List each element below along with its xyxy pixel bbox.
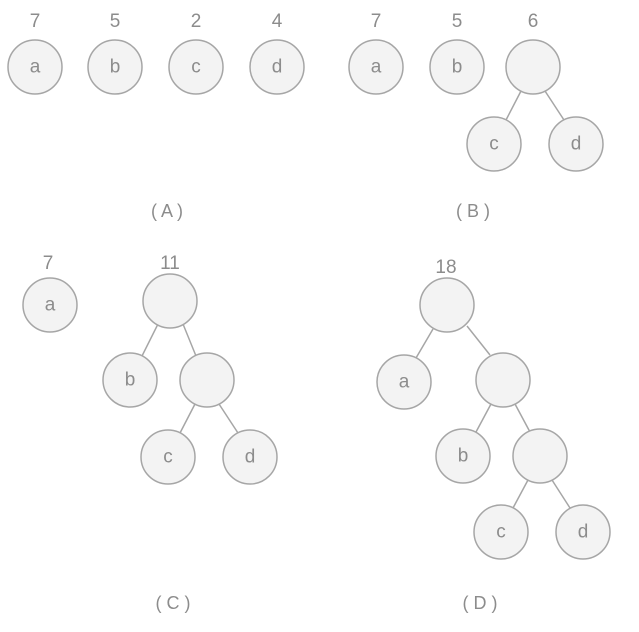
label-c: c	[163, 447, 173, 468]
label-b: b	[458, 446, 469, 467]
weight-d: 4	[272, 11, 283, 32]
label-c: c	[489, 134, 499, 155]
node-a	[348, 39, 404, 95]
label-b: b	[110, 57, 121, 78]
caption-b: ( B )	[456, 201, 490, 221]
node-root	[419, 277, 475, 333]
node-a	[376, 354, 432, 410]
label-d: d	[272, 57, 283, 78]
label-b: b	[125, 370, 136, 391]
node-d	[249, 39, 305, 95]
weight-a: 7	[371, 11, 382, 32]
node-a	[22, 277, 78, 333]
label-a: a	[399, 372, 410, 393]
weight-a: 7	[43, 253, 54, 274]
node-a	[7, 39, 63, 95]
panel-b: 7 5 6 a b c d ( B )	[348, 11, 604, 221]
label-b: b	[452, 57, 463, 78]
weight-a: 7	[30, 11, 41, 32]
node-internal	[142, 273, 198, 329]
node-b	[435, 428, 491, 484]
weight-c: 2	[191, 11, 202, 32]
panel-d: 18 a b c d ( D )	[376, 257, 611, 613]
node-internal	[512, 428, 568, 484]
node-b	[87, 39, 143, 95]
label-d: d	[245, 447, 256, 468]
node-b	[429, 39, 485, 95]
label-a: a	[45, 295, 56, 316]
node-internal	[505, 39, 561, 95]
node-c	[140, 429, 196, 485]
caption-a: ( A )	[151, 201, 183, 221]
label-c: c	[496, 522, 506, 543]
weight-root: 18	[435, 257, 456, 278]
weight-b: 5	[110, 11, 121, 32]
node-c	[466, 116, 522, 172]
caption-d: ( D )	[463, 593, 498, 613]
node-internal	[179, 352, 235, 408]
weight-b: 5	[452, 11, 463, 32]
label-d: d	[578, 522, 589, 543]
label-a: a	[371, 57, 382, 78]
panel-c: 7 11 a b c d ( C )	[22, 253, 278, 613]
panel-a: 7 5 2 4 a b c d ( A )	[7, 11, 305, 221]
label-a: a	[30, 57, 41, 78]
node-d	[555, 504, 611, 560]
caption-c: ( C )	[156, 593, 191, 613]
node-d	[222, 429, 278, 485]
weight-bcd: 11	[160, 253, 180, 274]
node-b	[102, 352, 158, 408]
label-d: d	[571, 134, 582, 155]
node-d	[548, 116, 604, 172]
weight-cd: 6	[528, 11, 539, 32]
label-c: c	[191, 57, 201, 78]
node-internal	[475, 352, 531, 408]
node-c	[168, 39, 224, 95]
node-c	[473, 504, 529, 560]
